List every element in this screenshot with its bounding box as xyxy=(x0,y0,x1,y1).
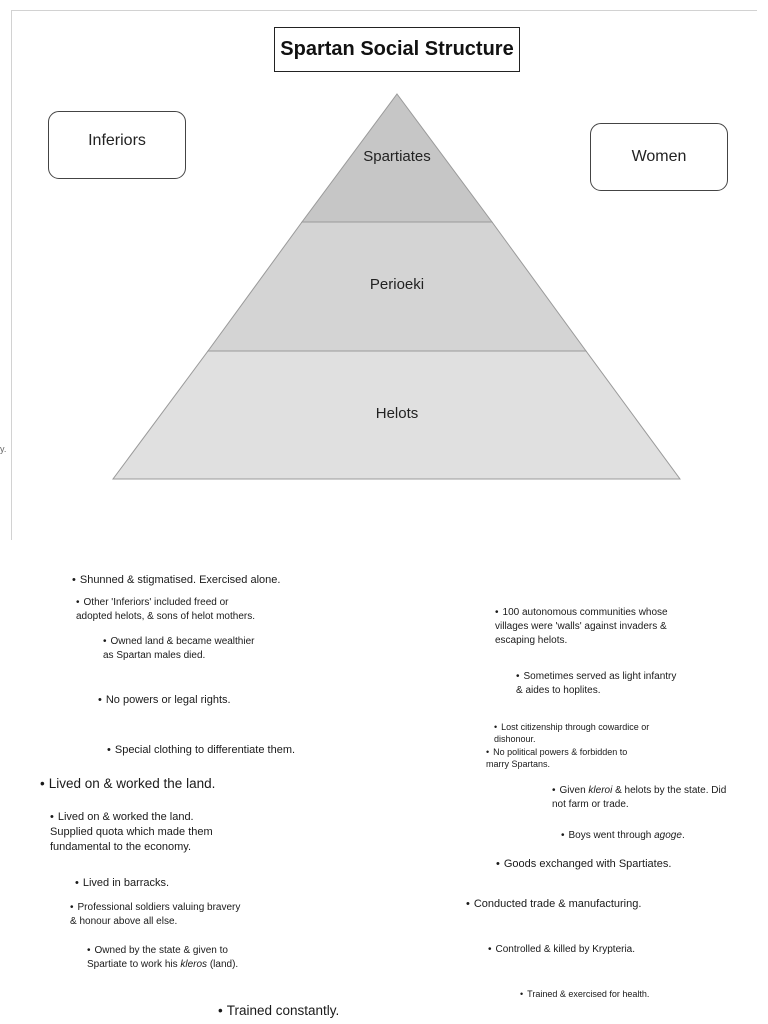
note-krypteria: •Controlled & killed by Krypteria. xyxy=(488,944,636,955)
note-owned-by-state: •Owned by the state & given to Spartiate… xyxy=(87,945,239,970)
inferiors-label: Inferiors xyxy=(88,132,146,149)
bullet: • xyxy=(107,744,111,756)
bullet: • xyxy=(496,858,500,870)
note-autonomous-communities: •100 autonomous communities whose villag… xyxy=(495,607,668,646)
note-light-infantry: •Sometimes served as light infantry & ai… xyxy=(516,671,677,696)
social-pyramid xyxy=(112,93,681,480)
bullet: • xyxy=(488,944,492,955)
bullet: • xyxy=(486,747,490,757)
worksheet-frame-top xyxy=(12,10,757,11)
bullet: • xyxy=(495,607,499,618)
note-boys-agoge: •Boys went through agoge. xyxy=(561,830,685,841)
note-goods-exchanged: •Goods exchanged with Spartiates. xyxy=(496,858,672,870)
note-professional-soldiers: •Professional soldiers valuing bravery &… xyxy=(70,902,241,927)
note-given-kleroi: •Given kleroi & helots by the state. Did… xyxy=(552,785,727,810)
bullet: • xyxy=(40,776,45,791)
note-other-inferiors: •Other 'Inferiors' included freed or ado… xyxy=(76,597,255,622)
note-barracks: •Lived in barracks. xyxy=(75,877,170,889)
note-owned-land: •Owned land & became wealthier as Sparta… xyxy=(103,636,255,661)
women-label: Women xyxy=(631,148,687,165)
tier-label-perioeki: Perioeki xyxy=(369,276,425,293)
pyramid-tier-spartiates xyxy=(301,93,493,223)
worksheet-frame-left xyxy=(11,10,12,540)
note-lived-worked-land: •Lived on & worked the land. xyxy=(40,776,216,791)
note-supplied-quota: •Lived on & worked the land. Supplied qu… xyxy=(50,811,213,853)
note-trade-manufacturing: •Conducted trade & manufacturing. xyxy=(466,898,642,910)
tier-label-helots: Helots xyxy=(375,405,419,422)
note-special-clothing: •Special clothing to differentiate them. xyxy=(107,744,296,756)
bullet: • xyxy=(98,694,102,706)
inferiors-box: Inferiors xyxy=(48,111,186,179)
note-lost-citizenship: •Lost citizenship through cowardice or d… xyxy=(494,722,650,744)
stray-mark: y. xyxy=(0,444,7,454)
note-no-political-powers: •No political powers & forbidden to marr… xyxy=(486,747,628,769)
bullet: • xyxy=(552,785,556,796)
bullet: • xyxy=(103,636,107,647)
diagram-title: Spartan Social Structure xyxy=(274,27,520,72)
women-box: Women xyxy=(590,123,728,191)
bullet: • xyxy=(466,898,470,910)
bullet: • xyxy=(218,1003,223,1018)
bullet: • xyxy=(70,902,74,913)
bullet: • xyxy=(516,671,520,682)
bullet: • xyxy=(494,722,498,732)
note-shunned: •Shunned & stigmatised. Exercised alone. xyxy=(72,574,281,586)
note-no-powers: •No powers or legal rights. xyxy=(98,694,231,706)
bullet: • xyxy=(520,989,524,999)
note-trained-for-health: •Trained & exercised for health. xyxy=(520,989,650,999)
bullet: • xyxy=(76,597,80,608)
bullet: • xyxy=(561,830,565,841)
bullet: • xyxy=(72,574,76,586)
bullet: • xyxy=(75,877,79,889)
tier-label-spartiates: Spartiates xyxy=(363,148,431,165)
bullet: • xyxy=(50,811,54,823)
bullet: • xyxy=(87,945,91,956)
note-trained-constantly: •Trained constantly. xyxy=(218,1003,340,1018)
